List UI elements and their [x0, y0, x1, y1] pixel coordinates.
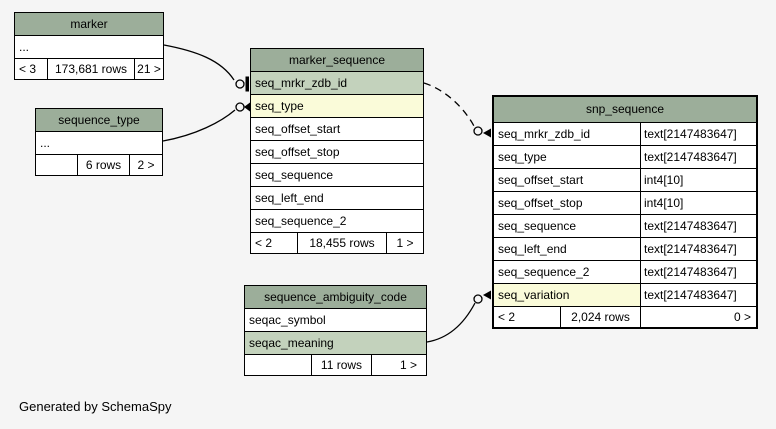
column-seq-sequence[interactable]: seq_sequence: [251, 164, 423, 187]
relationship-marker-sequence-to-snp-sequence: [423, 82, 491, 138]
related-count-left[interactable]: < 2: [251, 233, 298, 253]
related-count-right[interactable]: 1 >: [399, 358, 417, 372]
table-sequence-ambiguity-code-title[interactable]: sequence_ambiguity_code: [245, 286, 426, 309]
column-name: seq_offset_start: [498, 173, 584, 187]
table-snp-sequence-footer: < 2 2,024 rows 0 >: [494, 307, 756, 327]
column-name: seq_offset_stop: [498, 196, 583, 210]
related-count-right[interactable]: 0 >: [733, 310, 751, 324]
table-marker-title[interactable]: marker: [15, 13, 163, 36]
column-seq-mrkr-zdb-id[interactable]: seq_mrkr_zdb_id text[2147483647]: [494, 123, 756, 146]
table-sequence-type-footer: 6 rows 2 >: [36, 155, 162, 175]
column-name: seq_sequence_2: [498, 265, 590, 279]
column-type: text[2147483647]: [640, 123, 756, 145]
relationship-sequence-type-to-marker-sequence: [162, 102, 250, 142]
table-marker-sequence: marker_sequence seq_mrkr_zdb_id seq_type…: [250, 48, 424, 254]
column-seqac-symbol[interactable]: seqac_symbol: [245, 309, 426, 332]
related-count-left[interactable]: < 2: [494, 307, 561, 327]
related-count-left: [245, 355, 312, 375]
column-name: seq_type: [498, 150, 547, 164]
row-count: 6 rows: [78, 155, 130, 175]
column-seq-variation[interactable]: seq_variation text[2147483647]: [494, 284, 756, 307]
column-seq-type[interactable]: seq_type text[2147483647]: [494, 146, 756, 169]
row-count: 11 rows: [312, 355, 372, 375]
table-sequence-ambiguity-code: sequence_ambiguity_code seqac_symbol seq…: [244, 285, 427, 376]
column-seq-sequence[interactable]: seq_sequence text[2147483647]: [494, 215, 756, 238]
column-seq-left-end[interactable]: seq_left_end text[2147483647]: [494, 238, 756, 261]
related-count-right[interactable]: 1 >: [396, 236, 414, 250]
column-seq-offset-start[interactable]: seq_offset_start: [251, 118, 423, 141]
column-seq-offset-stop[interactable]: seq_offset_stop int4[10]: [494, 192, 756, 215]
column-seq-sequence-2[interactable]: seq_sequence_2: [251, 210, 423, 233]
column-name: seq_left_end: [498, 242, 567, 256]
table-snp-sequence-title[interactable]: snp_sequence: [494, 97, 756, 123]
column-type: text[2147483647]: [640, 146, 756, 168]
column-seq-type[interactable]: seq_type: [251, 95, 423, 118]
row-count: 173,681 rows: [48, 59, 135, 79]
column-name: seq_mrkr_zdb_id: [498, 127, 591, 141]
column-seq-left-end[interactable]: seq_left_end: [251, 187, 423, 210]
column-type: text[2147483647]: [640, 261, 756, 283]
table-marker-sequence-title[interactable]: marker_sequence: [251, 49, 423, 72]
row-count: 2,024 rows: [561, 307, 641, 327]
table-sequence-type-ellipsis-row: ...: [36, 132, 162, 155]
column-type: text[2147483647]: [640, 215, 756, 237]
relationship-ambiguity-code-to-snp-sequence: [426, 290, 491, 343]
related-count-right[interactable]: 21 >: [137, 62, 161, 76]
table-sequence-type: sequence_type ... 6 rows 2 >: [35, 108, 163, 176]
table-marker: marker ... < 3 173,681 rows 21 >: [14, 12, 164, 80]
column-seq-offset-start[interactable]: seq_offset_start int4[10]: [494, 169, 756, 192]
row-count: 18,455 rows: [298, 233, 387, 253]
related-count-right[interactable]: 2 >: [137, 158, 155, 172]
column-type: text[2147483647]: [640, 238, 756, 260]
column-type: text[2147483647]: [640, 284, 756, 306]
column-name: seq_variation: [494, 284, 640, 306]
table-marker-sequence-footer: < 2 18,455 rows 1 >: [251, 233, 423, 253]
table-sequence-type-title[interactable]: sequence_type: [36, 109, 162, 132]
column-type: int4[10]: [640, 169, 756, 191]
relationship-marker-to-marker-sequence: [163, 44, 249, 92]
table-sequence-ambiguity-code-footer: 11 rows 1 >: [245, 355, 426, 375]
table-marker-ellipsis-row: ...: [15, 36, 163, 59]
related-count-left[interactable]: < 3: [15, 59, 48, 79]
column-name: seq_sequence: [498, 219, 577, 233]
column-seq-offset-stop[interactable]: seq_offset_stop: [251, 141, 423, 164]
column-type: int4[10]: [640, 192, 756, 214]
column-seq-mrkr-zdb-id[interactable]: seq_mrkr_zdb_id: [251, 72, 423, 95]
related-count-left: [36, 155, 78, 175]
column-seqac-meaning[interactable]: seqac_meaning: [245, 332, 426, 355]
table-snp-sequence: snp_sequence seq_mrkr_zdb_id text[214748…: [492, 95, 758, 329]
table-marker-footer: < 3 173,681 rows 21 >: [15, 59, 163, 79]
column-seq-sequence-2[interactable]: seq_sequence_2 text[2147483647]: [494, 261, 756, 284]
schemaspy-credit: Generated by SchemaSpy: [19, 399, 172, 414]
